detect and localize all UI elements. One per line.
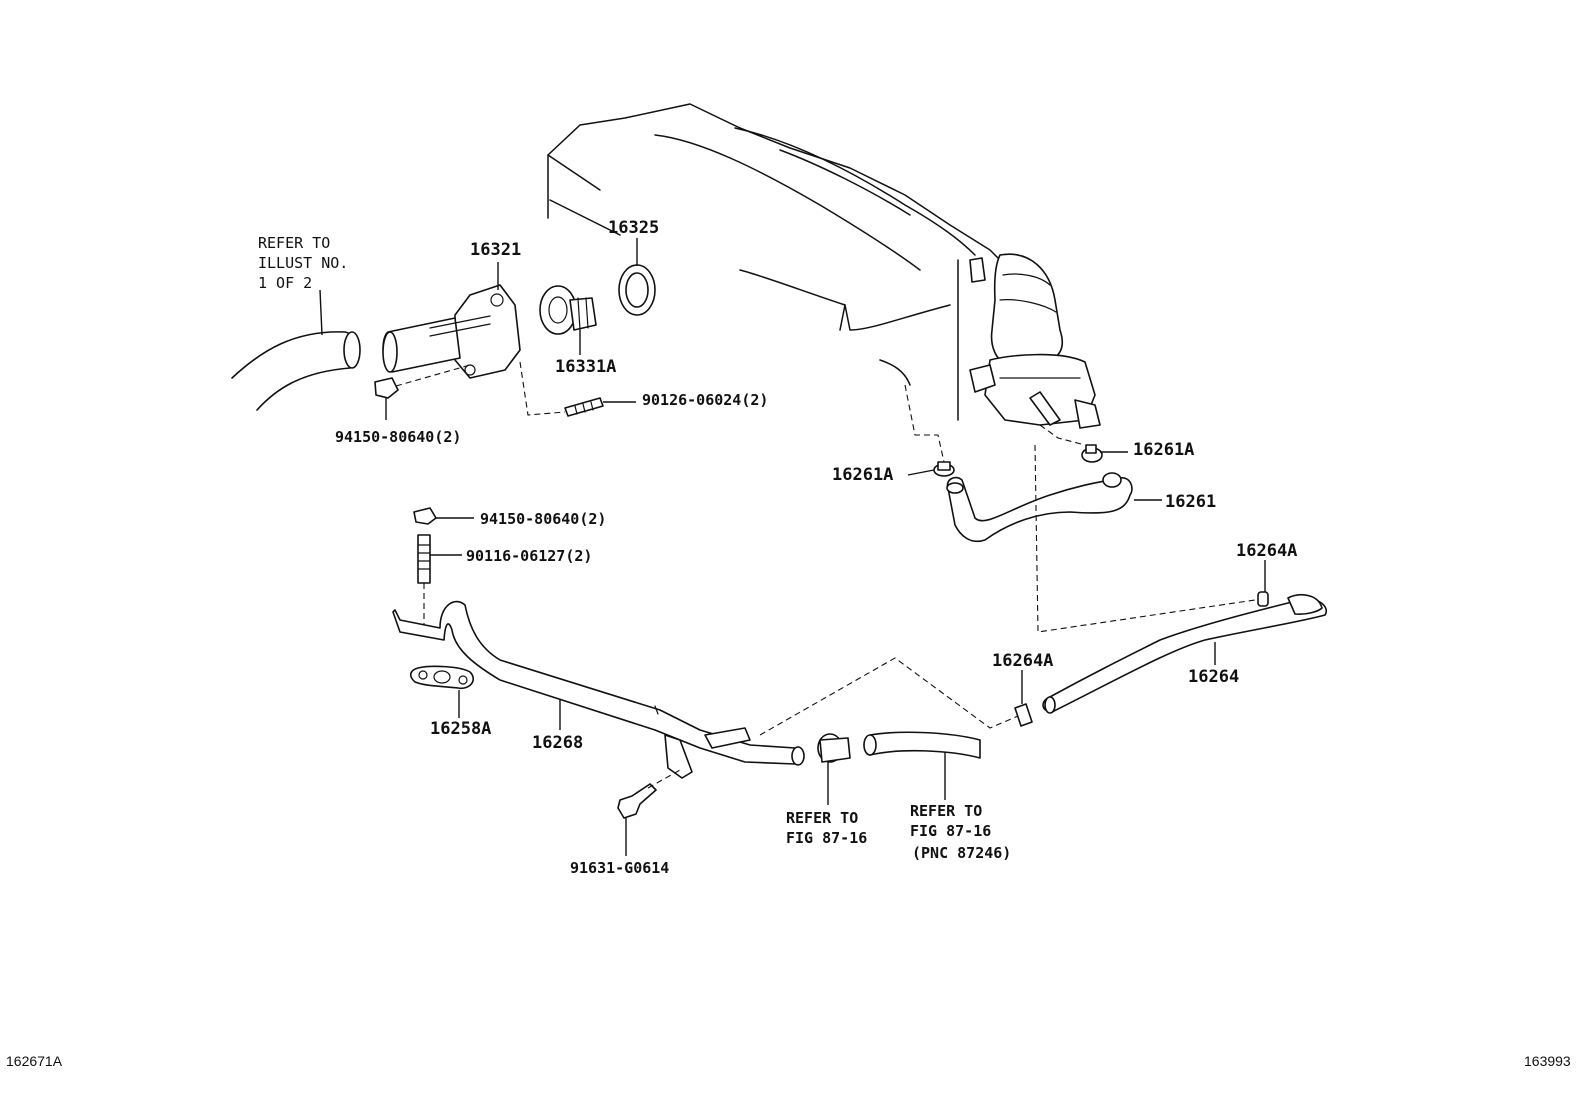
label-16261a-left: 16261A — [832, 465, 893, 485]
nut-94150-mid — [413, 507, 437, 525]
hose-clamp-ref — [817, 733, 851, 763]
svg-text:FIG 87-16: FIG 87-16 — [910, 822, 991, 840]
label-91631: 91631-G0614 — [570, 859, 669, 877]
dash-16261-left — [904, 384, 945, 463]
label-94150-top: 94150-80640(2) — [335, 428, 461, 446]
stud-90126 — [519, 361, 604, 417]
bolt-91631 — [617, 769, 681, 819]
water-inlet-housing — [382, 284, 521, 379]
label-16325: 16325 — [608, 218, 659, 238]
throttle-body — [969, 253, 1101, 429]
svg-text:FIG 87-16: FIG 87-16 — [786, 829, 867, 847]
label-90126: 90126-06024(2) — [642, 391, 768, 409]
gasket-16258a — [409, 665, 474, 690]
label-16264a-top: 16264A — [1236, 541, 1297, 561]
svg-text:REFER TO: REFER TO — [258, 234, 330, 252]
engine-block — [547, 103, 1011, 421]
gasket — [618, 264, 656, 316]
stud-90116 — [417, 534, 431, 625]
label-16258a: 16258A — [430, 719, 491, 739]
footer-left-code: 162671A — [6, 1053, 63, 1069]
svg-text:REFER TO: REFER TO — [910, 802, 982, 820]
heater-hose-ref — [863, 731, 981, 759]
label-16264: 16264 — [1188, 667, 1239, 687]
note-refer-fig-left: REFER TO FIG 87-16 — [786, 809, 867, 847]
label-16264a-bottom: 16264A — [992, 651, 1053, 671]
svg-text:ILLUST NO.: ILLUST NO. — [258, 254, 348, 272]
label-16261a-right: 16261A — [1133, 440, 1194, 460]
dash-16264 — [1034, 444, 1256, 633]
dash-bypass-chain — [759, 657, 1019, 736]
upper-hose — [231, 331, 361, 411]
clamp-16261a-right — [1081, 444, 1103, 463]
svg-text:(PNC 87246): (PNC 87246) — [912, 844, 1011, 862]
label-90116: 90116-06127(2) — [466, 547, 592, 565]
nut-94150-top — [374, 364, 471, 399]
label-16321: 16321 — [470, 240, 521, 260]
clamp-16264a-top — [1257, 591, 1269, 607]
bypass-hose-16261 — [946, 472, 1133, 543]
thermostat — [539, 285, 597, 335]
dash-16261-right — [1039, 424, 1086, 446]
label-94150-mid: 94150-80640(2) — [480, 510, 606, 528]
clamp-16261a-left — [933, 461, 955, 477]
clamp-16264a-bottom — [1014, 703, 1033, 727]
note-refer-fig-right: REFER TO FIG 87-16 (PNC 87246) — [910, 802, 1011, 862]
label-16268: 16268 — [532, 733, 583, 753]
note-refer-illust: REFER TO ILLUST NO. 1 OF 2 — [258, 234, 348, 292]
label-16331a: 16331A — [555, 357, 616, 377]
label-16261: 16261 — [1165, 492, 1216, 512]
hose-16264 — [1042, 594, 1327, 714]
svg-text:1 OF 2: 1 OF 2 — [258, 274, 312, 292]
bypass-pipe-16268 — [392, 600, 805, 779]
footer-right-code: 163993 — [1524, 1053, 1571, 1069]
leader-lines — [319, 238, 1266, 856]
svg-text:REFER TO: REFER TO — [786, 809, 858, 827]
